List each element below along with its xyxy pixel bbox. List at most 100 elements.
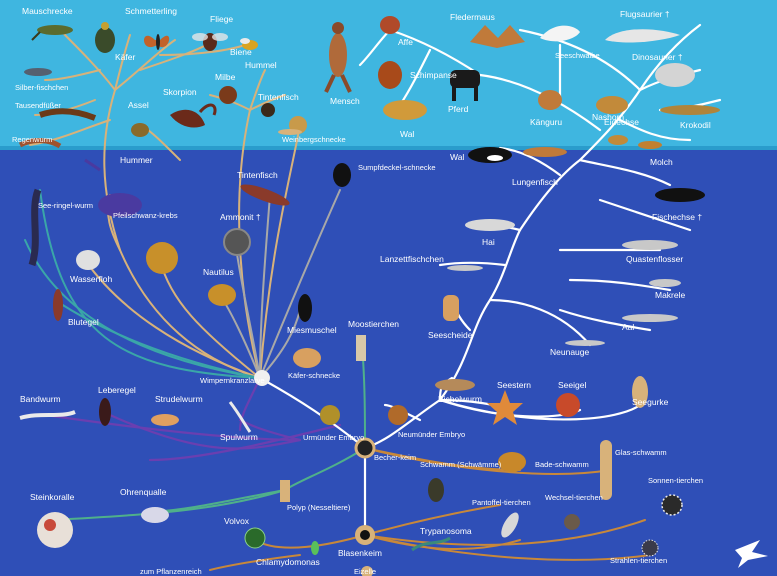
label-weinbergschnecke: Weinbergschnecke — [282, 135, 346, 144]
label-badeschwamm: Bade-schwamm — [535, 460, 589, 469]
label-pfeilschwanzkrebs: Pfeilschwanz-krebs — [113, 211, 178, 220]
ichthyosaur-icon — [655, 188, 705, 202]
label-aal: Aal — [622, 322, 634, 332]
leech-icon — [53, 289, 63, 321]
label-seescheide: Seescheide — [428, 330, 473, 340]
label-schmetterling: Schmetterling — [125, 6, 177, 16]
deuterostome-embryo-icon — [388, 405, 408, 425]
newt-icon — [638, 141, 662, 149]
heliozoan-icon — [662, 495, 682, 515]
label-moostierchen: Moostierchen — [348, 319, 399, 329]
jellyfish-icon — [141, 507, 169, 523]
label-urmuender-embryo: Urmünder Embryo — [303, 433, 364, 442]
label-seegurke: Seegurke — [632, 397, 669, 407]
label-hai: Hai — [482, 237, 495, 247]
label-chlamydomonas: Chlamydomonas — [256, 557, 320, 567]
amoeba-icon — [564, 514, 580, 530]
shark-icon — [465, 219, 515, 231]
bath-sponge-icon — [498, 452, 526, 472]
protostome-embryo-icon — [320, 405, 340, 425]
label-wal-top: Wal — [400, 129, 414, 139]
sponge-icon — [428, 478, 444, 502]
label-seestern: Seestern — [497, 380, 531, 390]
label-zum-pflanzenreich: zum Pflanzenreich — [140, 567, 202, 576]
label-kaefer: Käfer — [115, 52, 135, 62]
label-strahlentierchen: Strahlen-tierchen — [610, 556, 667, 565]
label-eichelwurm: Eichelwurm — [438, 394, 482, 404]
label-molch: Molch — [650, 157, 673, 167]
label-leberegel: Leberegel — [98, 385, 136, 395]
label-tausendfuesser: Tausendfüßer — [15, 101, 61, 110]
sea-urchin-icon — [556, 393, 580, 417]
label-steinkoralle: Steinkoralle — [30, 492, 75, 502]
lungfish-icon — [523, 147, 567, 157]
label-ammonit: Ammonit † — [220, 212, 261, 222]
label-seeringelwurm: See-ringel-wurm — [38, 201, 93, 210]
label-wasserfloh: Wasserfloh — [70, 274, 112, 284]
horseshoe-crab-icon — [146, 242, 178, 274]
label-schimpanse: Schimpanse — [410, 70, 457, 80]
label-blutegel: Blutegel — [68, 317, 99, 327]
label-pantoffeltierchen: Pantoffel-tierchen — [472, 498, 531, 507]
label-hummer: Hummer — [120, 155, 153, 165]
label-dinosaurier: Dinosaurier † — [632, 52, 683, 62]
label-miesmuschel: Miesmuschel — [287, 325, 337, 335]
kangaroo-icon — [538, 90, 562, 110]
label-polyp: Polyp (Nesseltiere) — [287, 503, 351, 512]
label-skorpion: Skorpion — [163, 87, 197, 97]
label-krokodil: Krokodil — [680, 120, 711, 130]
label-tintenfisch: Tintenfisch — [237, 170, 278, 180]
label-spulwurm: Spulwurm — [220, 432, 258, 442]
label-wechseltierchen: Wechsel-tierchen — [545, 493, 603, 502]
mite-icon — [219, 86, 237, 104]
label-nautilus: Nautilus — [203, 267, 234, 277]
orca-icon — [468, 147, 512, 163]
label-strudelwurm: Strudelwurm — [155, 394, 203, 404]
nautilus-icon — [208, 284, 236, 306]
label-lanzettfischchen: Lanzettfischchen — [380, 254, 444, 264]
silverfish-icon — [24, 68, 52, 76]
label-mensch: Mensch — [330, 96, 360, 106]
mackerel-icon — [649, 279, 681, 287]
label-neunauge: Neunauge — [550, 347, 590, 357]
label-wimpernkranzlarve: Wimpernkranzlarve — [200, 376, 265, 385]
coelacanth-icon — [622, 240, 678, 250]
chlamydomonas-icon — [311, 541, 319, 555]
label-tintenfisch-top: Tintenfisch — [258, 92, 299, 102]
glass-sponge-icon — [600, 440, 612, 500]
label-volvox: Volvox — [224, 516, 250, 526]
label-lungenfisch: Lungenfisch — [512, 177, 558, 187]
label-glasschwamm: Glas-schwamm — [615, 448, 667, 457]
chiton-icon — [293, 348, 321, 368]
label-milbe: Milbe — [215, 72, 236, 82]
label-biene: Biene — [230, 47, 252, 57]
label-eizelle: Eizelle — [354, 567, 376, 576]
mussel-icon — [298, 294, 312, 322]
label-ohrenqualle: Ohrenqualle — [120, 487, 167, 497]
pond-snail-icon — [333, 163, 351, 187]
eel-icon — [622, 314, 678, 322]
lancelet-icon — [447, 265, 483, 271]
ammonite-icon — [224, 229, 250, 255]
label-fliege: Fliege — [210, 14, 233, 24]
label-silberfischchen: Silber-fischchen — [15, 83, 68, 92]
label-mauschrecke: Mauschrecke — [22, 6, 73, 16]
sea-squirt-icon — [443, 295, 459, 321]
label-bandwurm: Bandwurm — [20, 394, 61, 404]
bryozoan-icon — [356, 335, 366, 361]
label-regenwurm: Regenwurm — [12, 135, 52, 144]
label-neumuender-embryo: Neumünder Embryo — [398, 430, 465, 439]
fluke-icon — [99, 398, 111, 426]
woodlouse-icon — [131, 123, 149, 137]
lizard-icon — [608, 135, 628, 145]
label-flugsaurier: Flugsaurier † — [620, 9, 670, 19]
label-quastenflosser: Quastenflosser — [626, 254, 683, 264]
dinosaur-icon — [655, 63, 695, 87]
polyp-icon — [280, 480, 290, 502]
label-eidechse: Eidechse — [604, 117, 639, 127]
orangutan-icon — [378, 61, 402, 89]
label-kaenguru: Känguru — [530, 117, 562, 127]
label-pferd: Pferd — [448, 104, 469, 114]
blastula-icon — [355, 525, 375, 545]
